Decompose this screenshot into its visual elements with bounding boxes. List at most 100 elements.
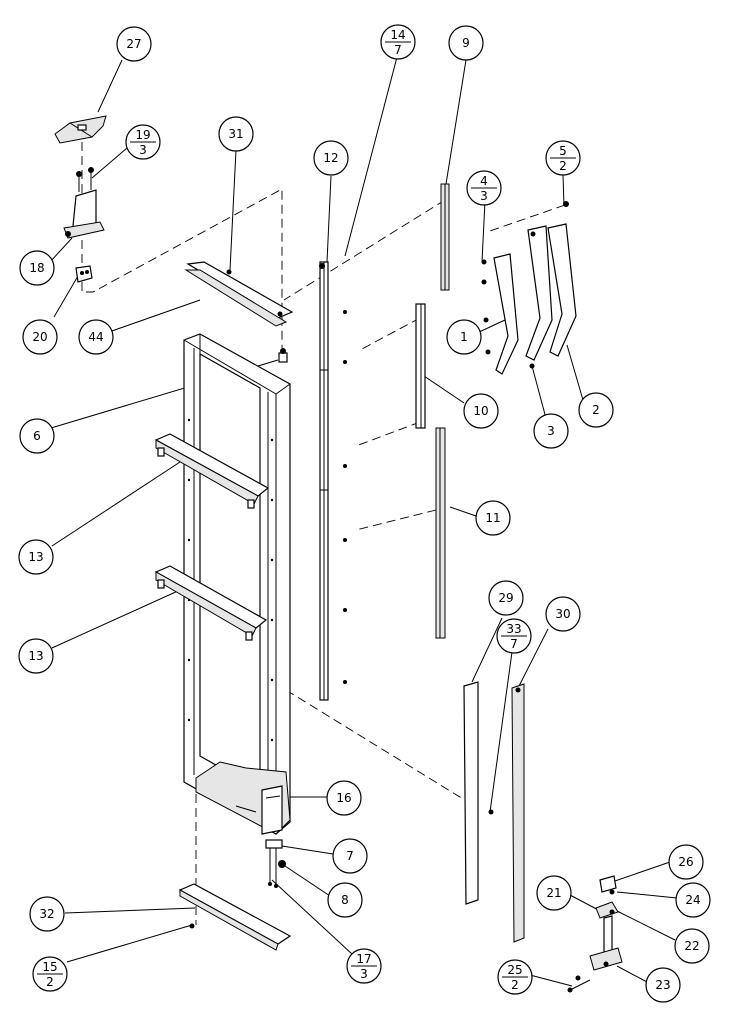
handle-piece-3 (525, 225, 553, 361)
svg-text:7: 7 (510, 637, 518, 651)
callout-15-2: 15 2 (32, 956, 68, 992)
strip-10 (415, 303, 426, 429)
svg-text:2: 2 (592, 403, 600, 417)
svg-text:5: 5 (559, 144, 567, 158)
handle-piece-2 (547, 223, 577, 357)
svg-text:9: 9 (462, 36, 470, 50)
svg-text:2: 2 (511, 978, 519, 992)
callouts: 27 31 12 9 18 20 44 1 6 10 3 2 13 11 13 … (18, 24, 711, 1003)
callout-9: 9 (448, 25, 484, 61)
screw-33 (488, 809, 494, 815)
svg-text:33: 33 (506, 622, 521, 636)
svg-text:15: 15 (42, 960, 57, 974)
callout-44: 44 (78, 319, 114, 355)
svg-text:25: 25 (507, 963, 522, 977)
callout-5-2: 5 2 (545, 140, 581, 176)
callout-31: 31 (218, 116, 254, 152)
svg-text:29: 29 (498, 591, 513, 605)
callout-12: 12 (313, 140, 349, 176)
bottom-bracket-32 (178, 883, 292, 951)
svg-text:3: 3 (360, 967, 368, 981)
svg-text:30: 30 (555, 607, 570, 621)
svg-text:11: 11 (485, 511, 500, 525)
callout-20: 20 (22, 319, 58, 355)
svg-text:21: 21 (546, 886, 561, 900)
svg-text:20: 20 (32, 330, 47, 344)
callout-1: 1 (446, 319, 482, 355)
callout-32: 32 (29, 896, 65, 932)
svg-text:6: 6 (33, 429, 41, 443)
top-hinge-cover (54, 115, 107, 144)
svg-text:27: 27 (126, 37, 141, 51)
callout-33-7: 33 7 (496, 618, 532, 654)
shelf-bracket-13-lower (154, 565, 268, 641)
svg-text:18: 18 (29, 261, 44, 275)
svg-text:8: 8 (341, 893, 349, 907)
svg-text:22: 22 (684, 939, 699, 953)
svg-text:12: 12 (323, 151, 338, 165)
plug-6 (278, 348, 288, 363)
svg-text:19: 19 (135, 128, 150, 142)
callout-16: 16 (326, 780, 362, 816)
svg-text:44: 44 (88, 330, 103, 344)
svg-text:17: 17 (356, 952, 371, 966)
callout-3: 3 (533, 413, 569, 449)
callout-2: 2 (578, 392, 614, 428)
shelf-bracket-13-upper (154, 433, 270, 509)
callout-19-3: 19 3 (125, 124, 161, 160)
callout-26: 26 (668, 844, 704, 880)
svg-text:14: 14 (390, 28, 405, 42)
svg-text:7: 7 (346, 849, 354, 863)
callout-8: 8 (327, 882, 363, 918)
svg-text:16: 16 (336, 791, 351, 805)
callout-18: 18 (19, 250, 55, 286)
handle-piece-1 (493, 253, 519, 375)
callout-25-2: 25 2 (497, 959, 533, 995)
strip-9 (440, 183, 450, 291)
top-bracket-31 (184, 261, 294, 327)
svg-text:3: 3 (480, 189, 488, 203)
callout-23: 23 (645, 967, 681, 1003)
svg-text:24: 24 (685, 893, 700, 907)
svg-text:32: 32 (39, 907, 54, 921)
bottom-hinge-16 (261, 785, 283, 835)
callout-17-3: 17 3 (346, 948, 382, 984)
svg-text:1: 1 (460, 330, 468, 344)
callout-22: 22 (674, 928, 710, 964)
svg-text:10: 10 (473, 404, 488, 418)
callout-13-upper: 13 (18, 539, 54, 575)
callout-13-lower: 13 (18, 638, 54, 674)
callout-7: 7 (332, 838, 368, 874)
svg-text:13: 13 (28, 550, 43, 564)
svg-text:26: 26 (678, 855, 693, 869)
svg-text:13: 13 (28, 649, 43, 663)
hinge-screws (76, 167, 94, 192)
trim-29 (463, 681, 479, 905)
svg-text:7: 7 (394, 43, 402, 57)
callout-24: 24 (675, 882, 711, 918)
bottom-right-hinge (567, 875, 623, 993)
svg-text:3: 3 (139, 143, 147, 157)
svg-text:4: 4 (480, 174, 488, 188)
top-hinge-bracket (63, 189, 105, 239)
callout-27: 27 (116, 26, 152, 62)
callout-21: 21 (536, 875, 572, 911)
bottom-hinge-7-8 (265, 839, 286, 888)
handle-screws (481, 201, 569, 369)
strip-11 (435, 427, 446, 639)
svg-text:23: 23 (655, 978, 670, 992)
callout-11: 11 (475, 500, 511, 536)
callout-6: 6 (19, 418, 55, 454)
callout-10: 10 (463, 393, 499, 429)
callout-29: 29 (488, 580, 524, 616)
hinge-plate-20 (75, 265, 93, 283)
svg-text:31: 31 (228, 127, 243, 141)
hinge-rod-12 (319, 261, 347, 701)
callout-30: 30 (545, 596, 581, 632)
trim-30 (511, 683, 525, 943)
svg-text:3: 3 (547, 424, 555, 438)
callout-4-3: 4 3 (466, 170, 502, 206)
svg-text:2: 2 (46, 975, 54, 989)
svg-text:2: 2 (559, 159, 567, 173)
